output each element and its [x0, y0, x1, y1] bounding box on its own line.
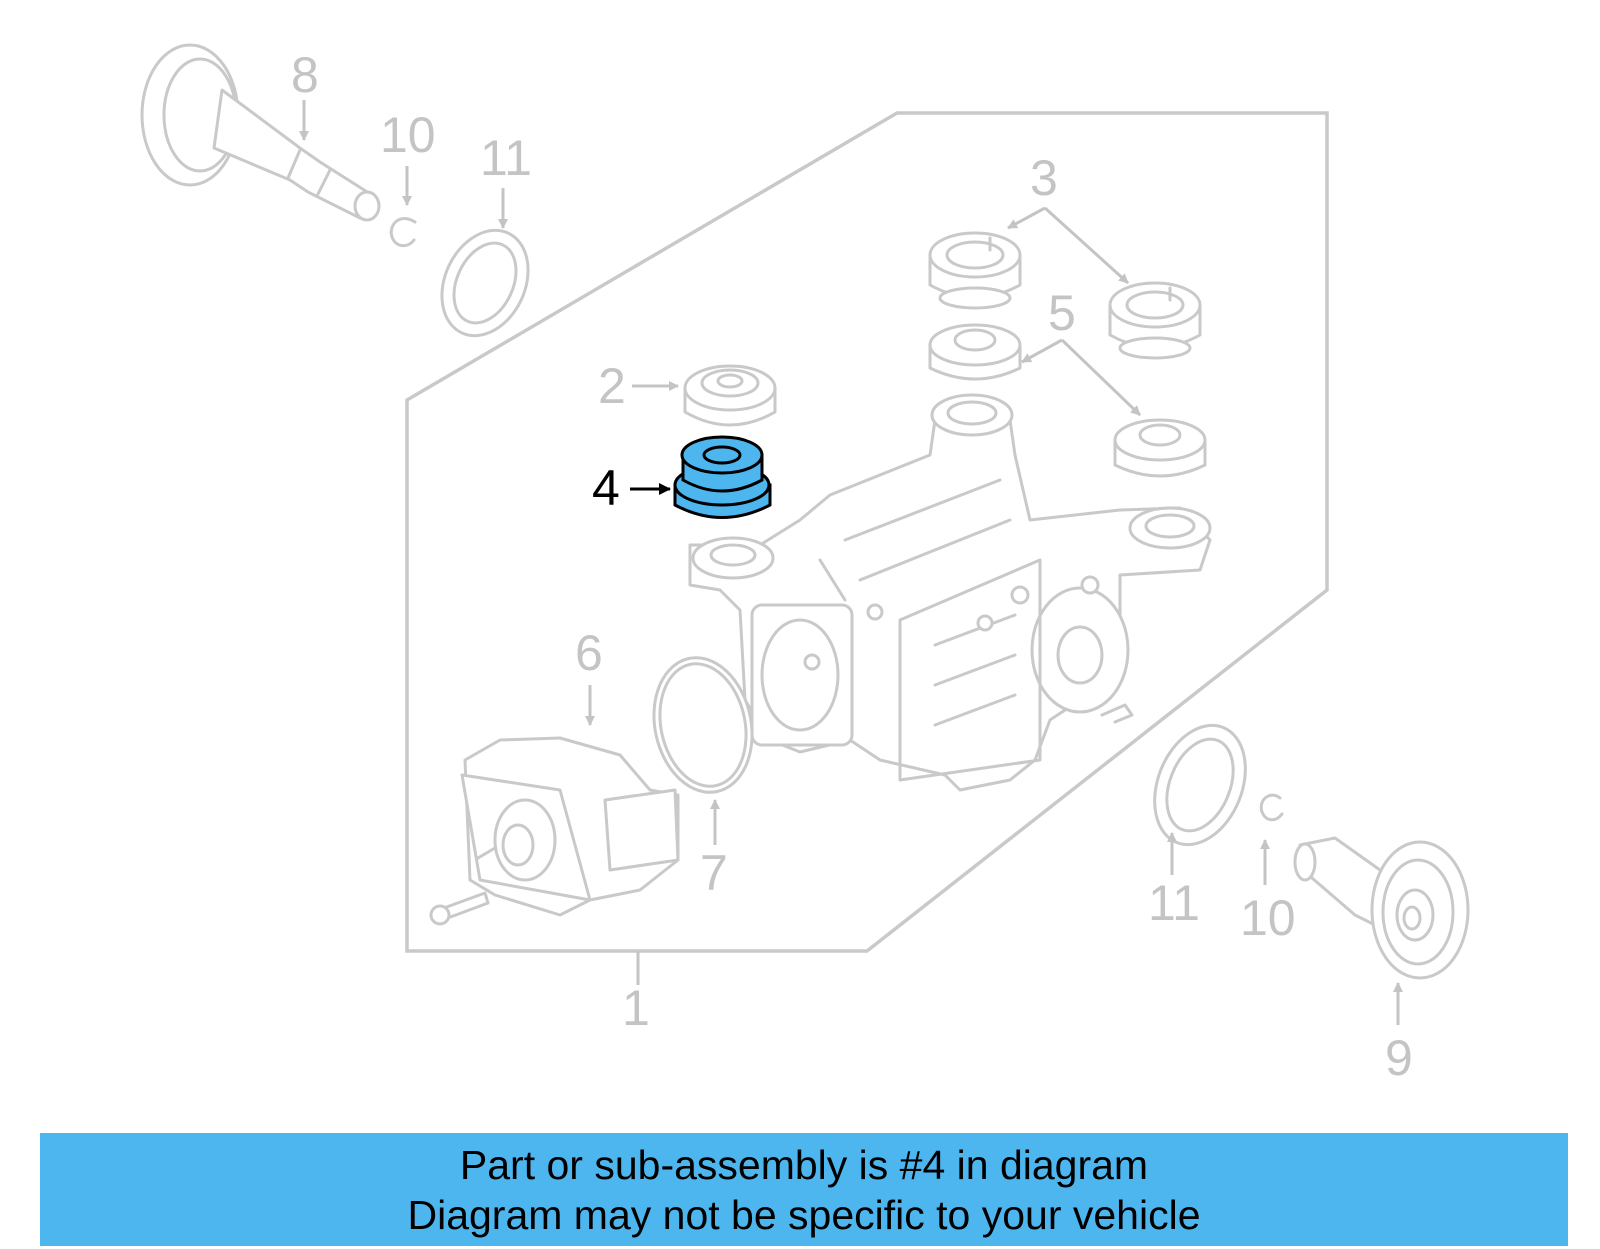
callout-3: 3: [1030, 150, 1058, 206]
part-9-axle-shaft: [1293, 836, 1470, 980]
callout-1: 1: [622, 980, 650, 1036]
part-6-gear-assembly: [429, 736, 680, 926]
part-2-bushing: [683, 364, 777, 427]
part-5-mount-a: [928, 323, 1022, 381]
banner-line-1: Part or sub-assembly is #4 in diagram: [459, 1141, 1149, 1188]
part-8-axle-shaft: [140, 43, 381, 222]
part-3-mount-a: [928, 231, 1022, 310]
part-1-differential-housing: [688, 393, 1212, 792]
callout-11-bottom: 11: [1148, 875, 1200, 931]
part-11-seal-bottom: [1153, 723, 1247, 847]
banner-line-2: Diagram may not be specific to your vehi…: [407, 1191, 1201, 1238]
assembly-frame: [405, 111, 1329, 953]
callout-11-top: 11: [480, 130, 532, 186]
part-10-snap-ring-top: [389, 216, 417, 248]
callout-2: 2: [598, 358, 626, 414]
callout-7: 7: [700, 845, 728, 901]
callout-10-top: 10: [380, 107, 436, 163]
callout-6: 6: [575, 625, 603, 681]
callout-4: 4: [592, 460, 620, 516]
part-5-mount-b: [1113, 418, 1207, 478]
part-7-gasket: [652, 656, 754, 794]
part-11-seal-top: [440, 228, 530, 338]
part-4-bushing-highlighted: [673, 435, 772, 519]
part-3-mount-b: [1108, 281, 1202, 360]
parts-diagram: 8 10 11 3 5: [140, 43, 1470, 1086]
info-banner: Part or sub-assembly is #4 in diagram Di…: [40, 1133, 1568, 1246]
callout-9: 9: [1385, 1030, 1413, 1086]
callout-5: 5: [1048, 285, 1076, 341]
callout-10-bottom: 10: [1240, 890, 1296, 946]
callout-8: 8: [291, 47, 319, 103]
part-10-snap-ring-bottom: [1259, 793, 1284, 822]
